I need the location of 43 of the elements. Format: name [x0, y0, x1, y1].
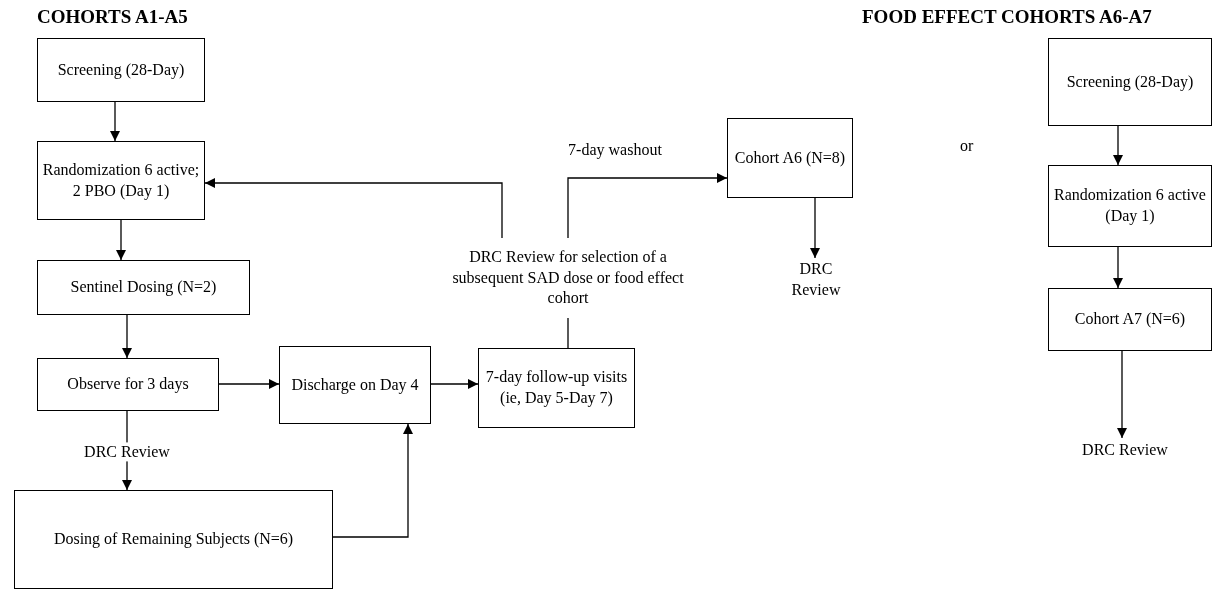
arrow — [122, 314, 132, 359]
connector-word: or — [960, 137, 974, 155]
arrow — [110, 101, 120, 142]
arrow — [1113, 125, 1123, 166]
arrow — [430, 379, 479, 389]
edge-label: 7-day washout — [566, 140, 664, 160]
step-text: Randomization 6 active (Day 1) — [1053, 185, 1207, 227]
step-text: Observe for 3 days — [67, 374, 189, 395]
process-box — [37, 358, 219, 411]
process-box — [1048, 38, 1212, 126]
process-box — [1048, 165, 1212, 247]
step-text: Discharge on Day 4 — [291, 374, 419, 396]
step-text: Cohort A6 (N=8) — [734, 147, 846, 169]
process-box — [14, 490, 333, 589]
process-box — [478, 348, 635, 428]
process-box — [37, 38, 205, 102]
section-heading: COHORTS A1-A5 — [37, 6, 188, 28]
process-box — [1048, 288, 1212, 351]
arrow — [1113, 246, 1123, 289]
step-text: Dosing of Remaining Subjects (N=6) — [53, 529, 294, 550]
review-text: DRC Review — [790, 259, 842, 300]
arrow — [218, 379, 280, 389]
edge-label: DRC Review — [82, 442, 172, 462]
step-text: Sentinel Dosing (N=2) — [70, 277, 217, 298]
arrow — [332, 423, 413, 538]
step-text: Screening (28-Day) — [57, 59, 185, 81]
process-box — [727, 118, 853, 198]
process-box — [37, 141, 205, 220]
section-heading: FOOD EFFECT COHORTS A6-A7 — [862, 6, 1152, 28]
arrow — [567, 173, 728, 239]
review-text: DRC Review — [1082, 439, 1168, 460]
arrow — [116, 219, 126, 261]
arrow — [810, 197, 820, 259]
step-text: 7-day follow-up visits (ie, Day 5-Day 7) — [484, 367, 629, 409]
step-text: Randomization 6 active; 2 PBO (Day 1) — [41, 159, 201, 202]
arrow — [204, 178, 503, 239]
review-text: DRC Review for selection of a subsequent SAD dose or food effect cohort — [452, 246, 684, 309]
process-box — [279, 346, 431, 424]
step-text: Cohort A7 (N=6) — [1074, 309, 1186, 330]
arrow — [1117, 350, 1127, 439]
step-text: Screening (28-Day) — [1066, 71, 1194, 93]
process-box — [37, 260, 250, 315]
connector-line — [567, 317, 569, 349]
